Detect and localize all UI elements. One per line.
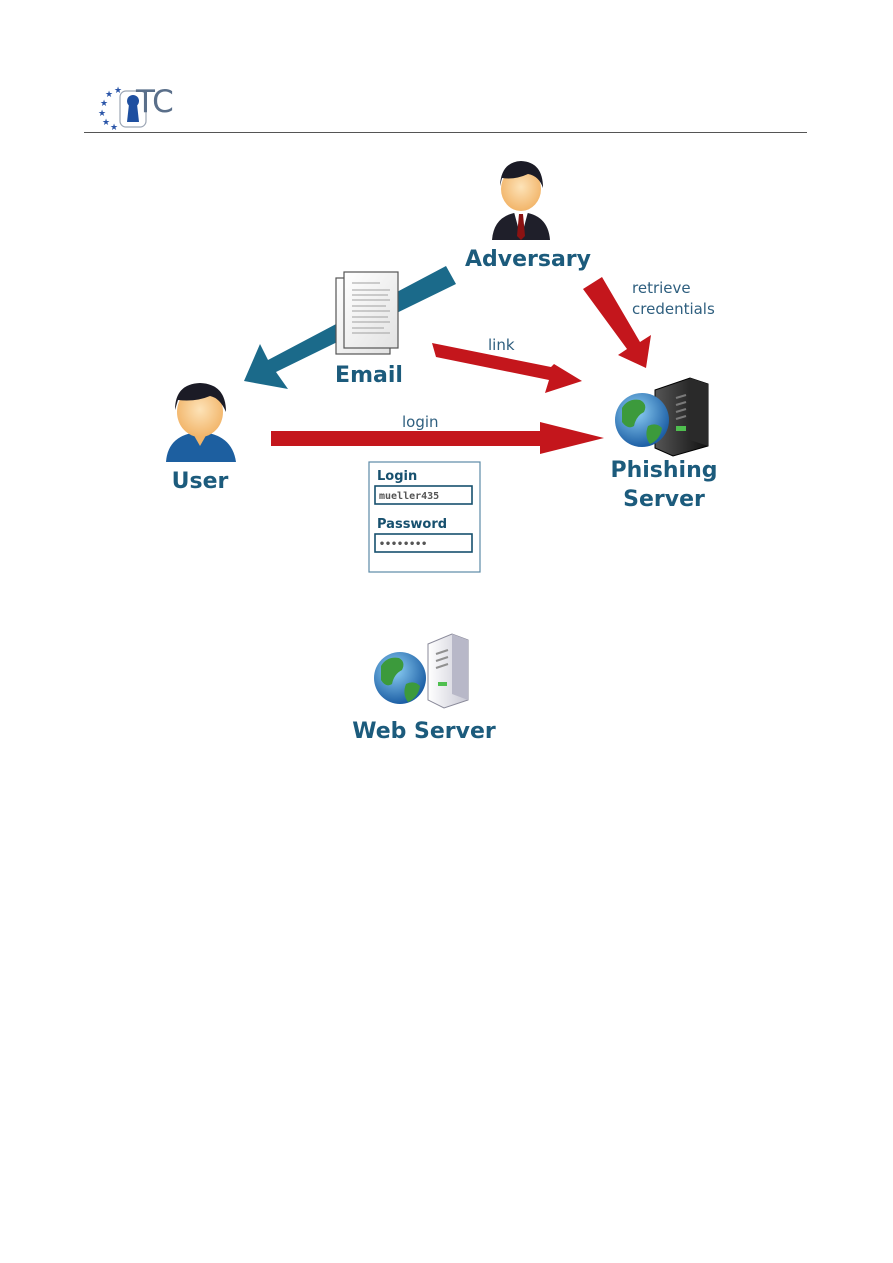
user-icon — [166, 383, 236, 462]
adversary-icon — [492, 161, 550, 240]
page-header: ★ ★ ★ ★ ★ ★ TC — [84, 82, 807, 133]
login-form-password-label: Password — [377, 517, 447, 532]
link-arrow — [432, 343, 582, 393]
login-label: login — [402, 413, 439, 431]
login-form-login-value: mueller435 — [379, 491, 439, 502]
login-form-login-label: Login — [377, 469, 417, 484]
phishing-server-label-line1: Phishing — [610, 458, 717, 483]
phishing-server-icon — [615, 377, 709, 457]
email-document-icon — [335, 271, 399, 355]
svg-text:★: ★ — [98, 109, 106, 119]
web-server-label: Web Server — [352, 719, 496, 744]
retrieve-label-line1: retrieve — [632, 279, 691, 297]
svg-text:★: ★ — [110, 123, 118, 130]
itc-logo: ★ ★ ★ ★ ★ ★ — [98, 86, 147, 130]
login-form-password-value: •••••••• — [379, 539, 427, 550]
user-label: User — [172, 469, 229, 494]
retrieve-label-line2: credentials — [632, 300, 715, 318]
web-server-icon — [374, 633, 469, 709]
link-label: link — [488, 336, 515, 354]
login-form: Login mueller435 Password •••••••• — [368, 461, 481, 573]
logo-text: TC — [136, 84, 174, 120]
svg-text:★: ★ — [114, 86, 122, 96]
retrieve-arrow — [583, 277, 651, 368]
adversary-label: Adversary — [465, 247, 591, 272]
email-label: Email — [335, 363, 403, 388]
keyhole-icon — [119, 90, 147, 128]
svg-text:★: ★ — [100, 99, 108, 109]
svg-text:★: ★ — [105, 90, 113, 100]
phishing-server-label-line2: Server — [623, 487, 705, 512]
star-ring-icon: ★ ★ ★ ★ ★ ★ — [98, 86, 122, 130]
login-arrow — [271, 422, 604, 454]
svg-text:★: ★ — [102, 118, 110, 128]
